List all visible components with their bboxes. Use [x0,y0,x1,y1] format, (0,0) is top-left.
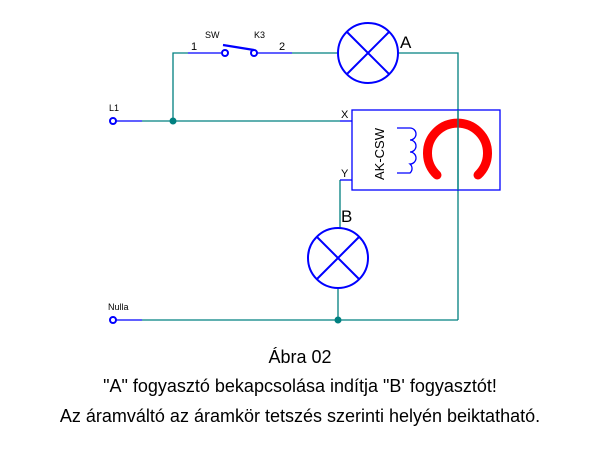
label-l1: L1 [109,103,119,113]
lamp-b-icon [307,227,369,289]
caption-title: Ábra 02 [268,347,332,367]
switch-k3 [221,43,258,57]
caption-line2: Az áramváltó az áramkör tetszés szerinti… [59,406,541,426]
junction-l1 [169,117,177,125]
wire-lamp-a-return [398,52,459,320]
label-pin1: 1 [191,41,197,53]
label-y: Y [341,168,349,180]
label-x: X [341,109,349,121]
label-nulla: Nulla [108,302,129,312]
lamp-a-icon [337,22,399,84]
label-sw: SW [205,30,220,40]
label-pin2: 2 [279,41,285,53]
label-lamp-a: A [400,33,412,52]
terminal-l1 [109,117,117,125]
label-k3: K3 [254,30,265,40]
caption-line1: "A" fogyasztó bekapcsolása indítja "B' f… [103,376,497,396]
coil-icon [397,127,417,174]
label-lamp-b: B [341,207,352,226]
terminal-nulla [109,316,117,324]
junction-nulla [334,316,342,324]
label-device: AK-CSW [372,127,387,180]
wire-y-lamp-b [337,180,341,320]
wire-switch-feed [172,52,188,121]
current-transformer-box [351,109,501,191]
